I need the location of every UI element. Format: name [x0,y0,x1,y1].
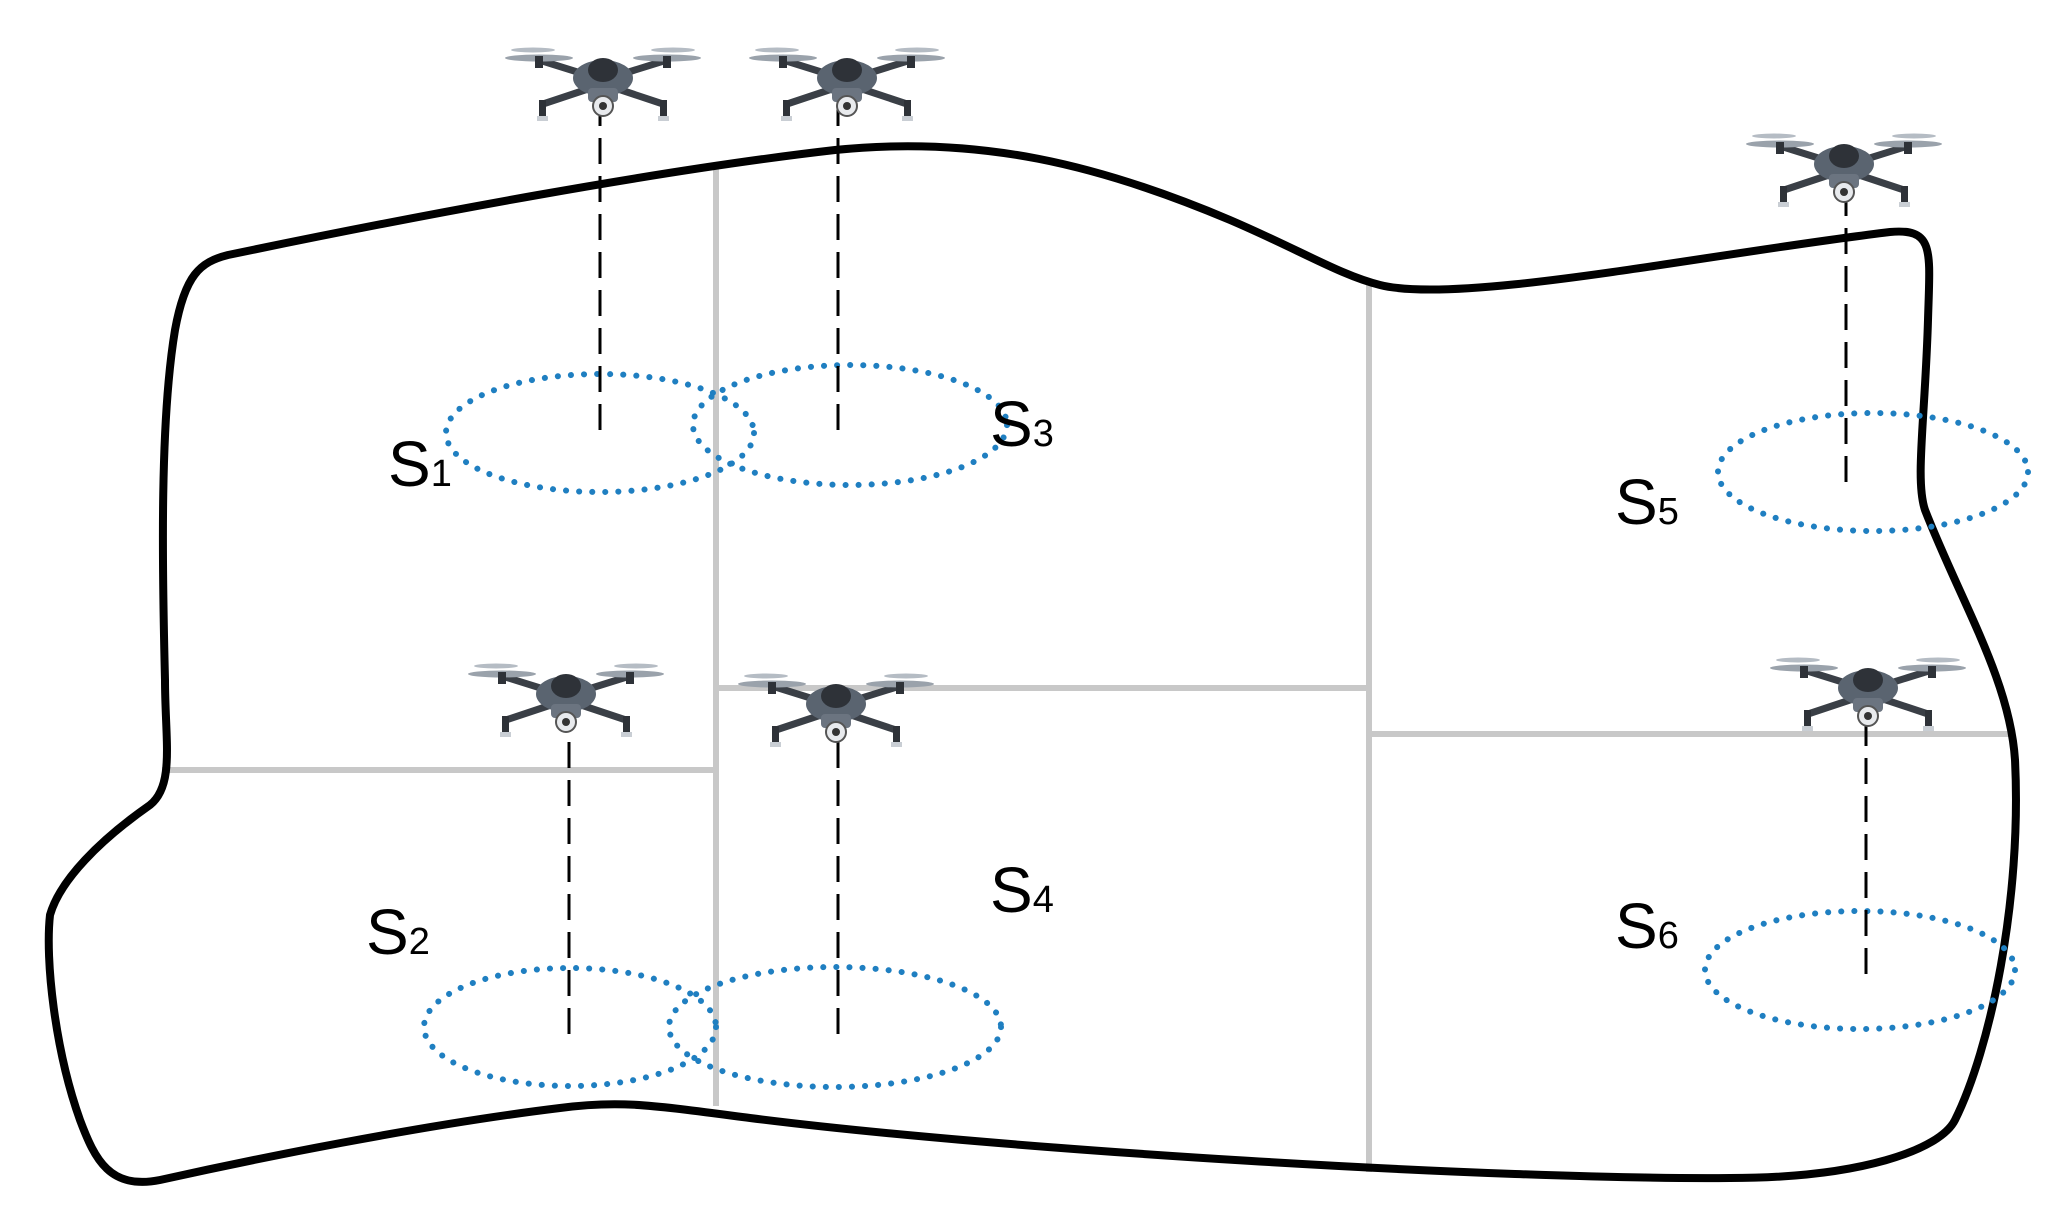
drones [468,48,1966,748]
drone-icon [505,48,701,122]
coverage-ellipse-2 [421,965,719,1089]
region-label-s5: S5 [1615,466,1679,538]
region-label-s6: S6 [1615,890,1679,962]
coverage-ellipse-4 [666,964,1004,1090]
region-label-s4: S4 [990,854,1054,926]
drone-beams [567,100,1868,1040]
coverage-ellipse-3 [690,362,1010,488]
drone-icon [1746,134,1942,208]
drone-icon [738,674,934,748]
region-label-s1: S1 [388,428,452,500]
region-labels: S1 S2 S3 S4 S5 S6 [366,388,1679,968]
partition-lines [162,168,2012,1172]
area-boundary [44,142,2020,1186]
coverage-areas [421,362,2031,1090]
drone-icon [1770,658,1966,732]
region-label-s2: S2 [366,896,430,968]
region-label-s3: S3 [990,388,1054,460]
coverage-ellipse-6 [1702,908,2018,1032]
coverage-ellipse-5 [1715,410,2031,534]
drone-icon [468,664,664,738]
drone-icon [749,48,945,122]
